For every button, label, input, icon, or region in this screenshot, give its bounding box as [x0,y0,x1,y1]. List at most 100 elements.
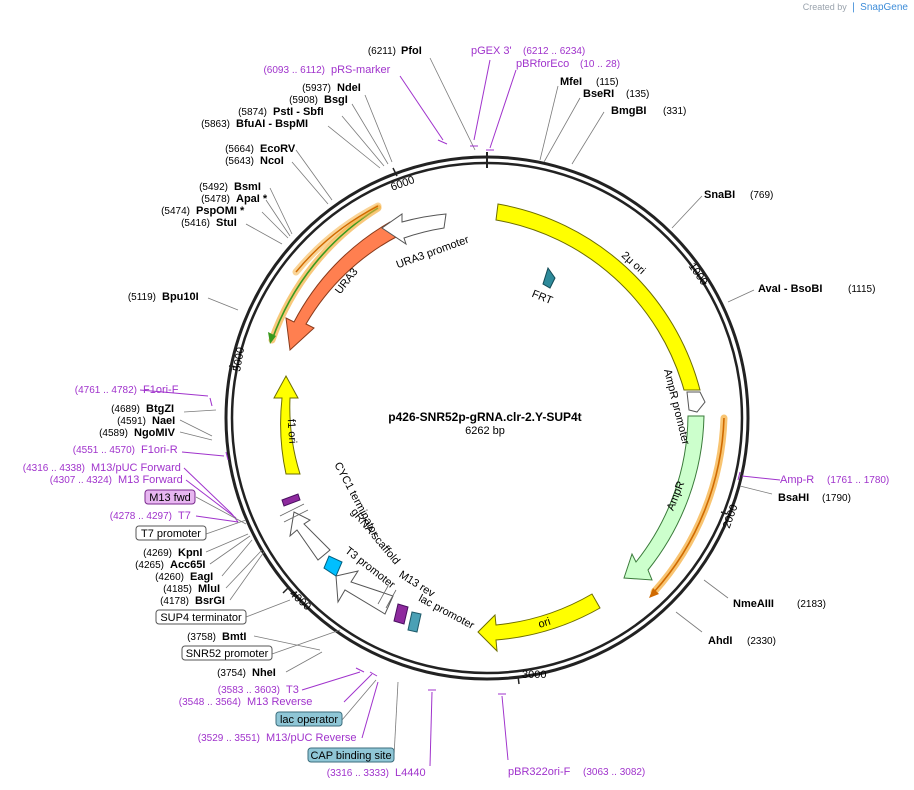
primer-pgex-3[interactable]: pGEX 3' [471,45,512,57]
site-pspomi[interactable]: PspOMI * [196,205,245,217]
snapgene-logo-icon: ❘ [849,2,858,13]
site-pos: (331) [663,106,686,117]
primer-pos: (6093 .. 6112) [263,65,325,76]
label-f1-ori: f1 ori [285,419,299,444]
box-label-sup4-terminator: SUP4 terminator [160,612,242,624]
site-snabi[interactable]: SnaBI [704,189,735,201]
box-label-cap-binding-site: CAP binding site [310,750,391,762]
site-stui[interactable]: StuI [216,217,237,229]
site-pos: (769) [750,190,773,201]
site-ndei[interactable]: NdeI [337,82,361,94]
site-mlui[interactable]: MluI [198,583,220,595]
site-pos: (5863) [201,119,230,130]
feature-f1-ori[interactable] [273,374,301,475]
site-pos: (2330) [747,636,776,647]
site-pos: (4589) [99,428,128,439]
primer-amp-r[interactable]: Amp-R [780,474,814,486]
site-bmti[interactable]: BmtI [222,631,246,643]
site-avai-bsobi[interactable]: AvaI - BsoBI [758,283,822,295]
site-eagi[interactable]: EagI [190,571,213,583]
site-bmgbi[interactable]: BmgBI [611,105,646,117]
site-pos: (115) [596,77,619,88]
primer-f1ori-r[interactable]: F1ori-R [141,444,178,456]
feature-ura3[interactable] [285,221,399,352]
box-sup4-terminator[interactable] [155,609,247,625]
primer-pos: (4551 .. 4570) [73,445,135,456]
feature-ampr-promoter[interactable] [686,391,706,413]
site-pos: (2183) [797,599,826,610]
primer-m13-reverse[interactable]: M13 Reverse [247,696,312,708]
primer-pos: (3583 .. 3603) [218,685,280,696]
feature-cyc1-terminator[interactable] [289,511,331,561]
site-bfuai-bspmi[interactable]: BfuAI - BspMI [236,118,308,130]
site-pos: (6211) [368,46,396,57]
site-ncoi[interactable]: NcoI [260,155,284,167]
primer-t3[interactable]: T3 [286,684,299,696]
box-m13-fwd[interactable] [144,489,196,505]
box-snr52-promoter[interactable] [181,645,273,661]
site-acc65i[interactable]: Acc65I [170,559,205,571]
tick-label-6000: 6000 [389,174,416,194]
primer-labels: (6093 .. 6112) pRS-marker pGEX 3' (6212 … [23,45,890,779]
tick-label-2000: 2000 [721,503,741,530]
primer-f1ori-f[interactable]: F1ori-F [143,384,179,396]
site-pos: (5478) [201,194,230,205]
site-nmeaiii[interactable]: NmeAIII [733,598,774,610]
site-bpu10i[interactable]: Bpu10I [162,291,199,303]
site-bseri[interactable]: BseRI [583,88,614,100]
site-bsgi[interactable]: BsgI [324,94,348,106]
feature-m13-rev[interactable] [393,603,409,625]
site-pos: (5937) [302,83,331,94]
primer-m13-forward[interactable]: M13 Forward [118,474,183,486]
box-lac-operator[interactable] [275,711,343,727]
primer-pos: (4307 .. 4324) [50,475,112,486]
feature-2mu-ori[interactable] [495,203,701,391]
primer-pos: (3063 .. 3082) [583,767,645,778]
label-m13-rev: M13 rev [397,569,437,600]
primer-pbrforeco[interactable]: pBRforEco [516,58,569,70]
feature-grna-scaffold[interactable] [323,555,343,577]
primer-pos: (3316 .. 3333) [327,768,389,779]
site-labels-right: MfeI (115) BseRI (135) BmgBI (331) SnaBI… [560,76,875,647]
site-ngomiv[interactable]: NgoMIV [134,427,176,439]
site-bsrgi[interactable]: BsrGI [195,595,225,607]
primer-m13-puc-reverse[interactable]: M13/pUC Reverse [266,732,356,744]
primer-pbr322ori-f[interactable]: pBR322ori-F [508,766,571,778]
site-bsahi[interactable]: BsaHI [778,492,809,504]
credit-brand: SnapGene [860,2,908,13]
label-cyc1-terminator: CYC1 terminator [332,460,381,538]
primer-l4440[interactable]: L4440 [395,767,426,779]
site-labels-left: (6211) PfoI (5937) NdeI (5908) BsgI (587… [99,45,422,679]
orf-arrowhead-ampr [649,588,659,598]
feature-lac-promoter[interactable] [407,611,422,633]
site-pfoi[interactable]: PfoI [401,45,422,57]
site-btgzi[interactable]: BtgZI [146,403,174,415]
feature-frt[interactable] [542,266,556,289]
site-kpni[interactable]: KpnI [178,547,202,559]
site-ahdi[interactable]: AhdI [708,635,732,647]
site-pos: (5492) [199,182,228,193]
site-nhei[interactable]: NheI [252,667,276,679]
feature-m13-fwd[interactable] [281,493,301,507]
site-apai[interactable]: ApaI * [236,193,268,205]
boxed-feature-labels: M13 fwd T7 promoter SUP4 terminator SNR5… [135,489,395,763]
feature-ori[interactable] [477,593,601,653]
site-psti-sbfi[interactable]: PstI - SbfI [273,106,324,118]
primer-prs-marker[interactable]: pRS-marker [331,64,391,76]
site-ecorv[interactable]: EcoRV [260,143,296,155]
site-pos: (4265) [135,560,164,571]
feature-ura3-promoter[interactable] [381,213,447,246]
primer-m13-puc-forward[interactable]: M13/pUC Forward [91,462,181,474]
primer-t7[interactable]: T7 [178,510,191,522]
box-cap-binding-site[interactable] [307,747,395,763]
site-pos: (1790) [822,493,851,504]
box-t7-promoter[interactable] [135,525,207,541]
feature-ampr[interactable] [623,415,705,581]
site-pos: (5874) [238,107,267,118]
site-leaders [179,57,773,673]
site-naei[interactable]: NaeI [152,415,175,427]
site-pos: (4260) [155,572,184,583]
primer-pos: (4316 .. 4338) [23,463,85,474]
site-bsmi[interactable]: BsmI [234,181,261,193]
site-mfei[interactable]: MfeI [560,76,582,88]
